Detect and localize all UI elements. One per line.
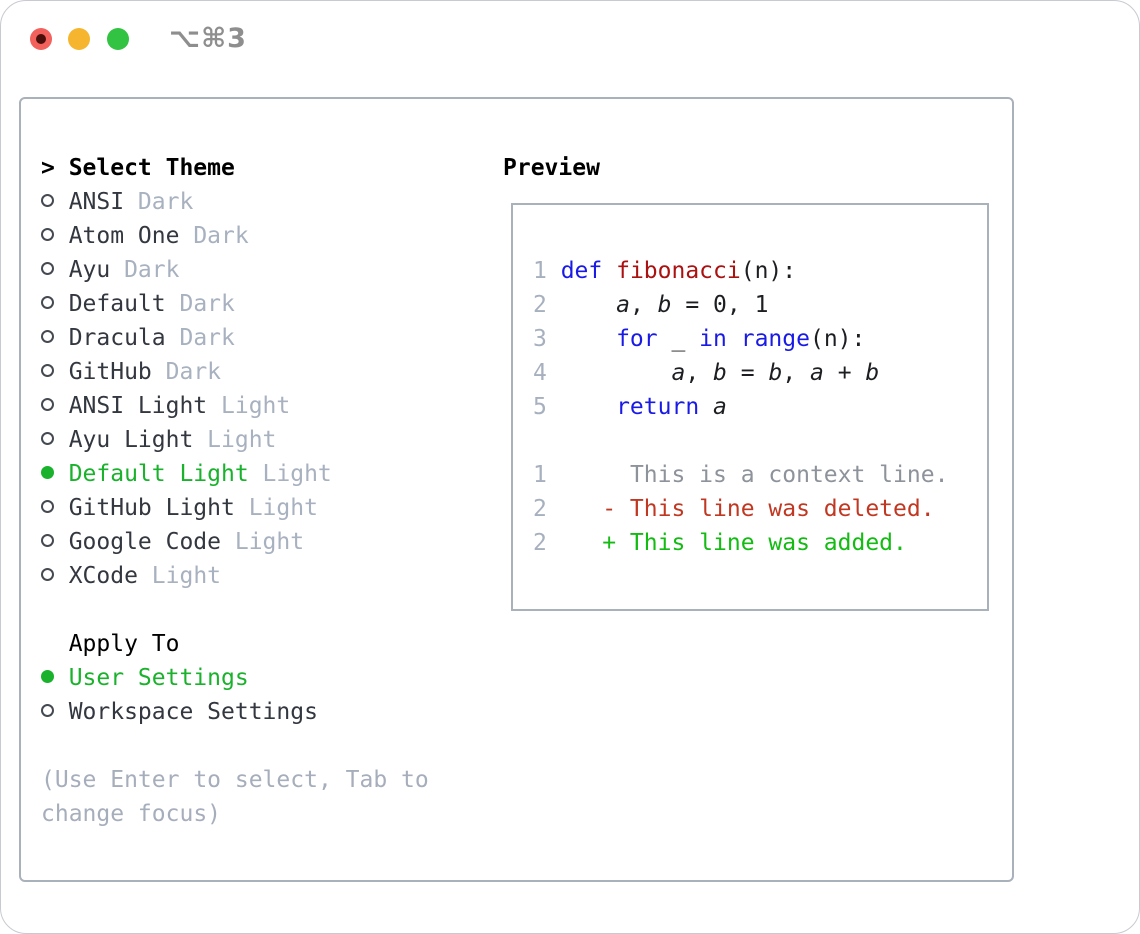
code-line: 1 This is a context line.: [533, 458, 987, 492]
theme-option-label: Dracula: [68, 325, 166, 351]
radio-icon: [41, 219, 55, 253]
theme-option-label: Default Light: [68, 461, 249, 487]
theme-option-label: Ayu Light: [68, 427, 194, 453]
apply-option-workspace-settings[interactable]: Workspace Settings: [41, 695, 486, 729]
theme-option-label: ANSI: [68, 189, 125, 215]
theme-variant-tag: Dark: [179, 291, 235, 317]
theme-option-label: XCode: [68, 563, 138, 589]
code-line: 3 for _ in range(n):: [533, 322, 987, 356]
select-theme-header: > Select Theme: [41, 151, 486, 185]
theme-variant-tag: Light: [248, 495, 318, 521]
line-number: 2: [533, 496, 547, 522]
theme-variant-tag: Dark: [165, 359, 222, 385]
radio-icon: [41, 695, 55, 729]
radio-icon: [41, 185, 55, 219]
preview-title: Preview: [503, 155, 600, 181]
theme-option-xcode[interactable]: XCode Light: [41, 559, 486, 593]
radio-icon: [41, 355, 55, 389]
apply-option-user-settings[interactable]: User Settings: [41, 661, 486, 695]
line-number: 2: [533, 530, 547, 556]
theme-variant-tag: Light: [234, 529, 305, 555]
code-line: 2 a, b = 0, 1: [533, 288, 987, 322]
radio-icon: [41, 559, 55, 593]
line-number: 1: [533, 258, 547, 284]
theme-option-label: Default: [68, 291, 166, 317]
theme-option-label: GitHub: [68, 359, 152, 385]
theme-option-github[interactable]: GitHub Dark: [41, 355, 486, 389]
close-button[interactable]: [30, 28, 52, 50]
line-number: 4: [533, 360, 547, 386]
code-line: 4 a, b = b, a + b: [533, 356, 987, 390]
radio-icon: [41, 423, 55, 457]
theme-option-label: Atom One: [68, 223, 180, 249]
code-line: 5 return a: [533, 390, 987, 424]
code-line: [533, 424, 987, 458]
zoom-button[interactable]: [107, 28, 129, 50]
theme-option-github-light[interactable]: GitHub Light Light: [41, 491, 486, 525]
theme-variant-tag: Dark: [137, 189, 194, 215]
apply-option-label: Workspace Settings: [68, 699, 318, 725]
apply-to-header: Apply To: [41, 627, 486, 661]
theme-option-ayu-light[interactable]: Ayu Light Light: [41, 423, 486, 457]
apply-to-title: Apply To: [68, 631, 180, 657]
radio-icon: [41, 321, 55, 355]
unsaved-dot-icon: [36, 34, 46, 44]
theme-option-label: ANSI Light: [68, 393, 208, 419]
theme-option-dracula[interactable]: Dracula Dark: [41, 321, 486, 355]
code-line: 2 - This line was deleted.: [533, 492, 987, 526]
line-number: 2: [533, 292, 547, 318]
line-number: 3: [533, 326, 547, 352]
theme-option-label: Google Code: [68, 529, 222, 555]
theme-option-ansi-light[interactable]: ANSI Light Light: [41, 389, 486, 423]
theme-option-ayu[interactable]: Ayu Dark: [41, 253, 486, 287]
keyboard-hint: (Use Enter to select, Tab to change focu…: [41, 767, 429, 827]
radio-icon: [41, 491, 55, 525]
code-line: 2 + This line was added.: [533, 526, 987, 560]
theme-option-ansi[interactable]: ANSI Dark: [41, 185, 486, 219]
titlebar: ⌥⌘3: [1, 1, 1139, 77]
theme-variant-tag: Light: [207, 427, 277, 453]
radio-icon: [41, 389, 55, 423]
theme-variant-tag: Dark: [179, 325, 235, 351]
radio-icon: [41, 525, 55, 559]
prompt-icon: >: [41, 155, 55, 181]
theme-option-label: GitHub Light: [68, 495, 235, 521]
theme-option-default-light[interactable]: Default Light Light: [41, 457, 486, 491]
window-title: ⌥⌘3: [169, 23, 247, 54]
line-number: 5: [533, 394, 547, 420]
theme-variant-tag: Dark: [193, 223, 249, 249]
theme-variant-tag: Light: [262, 461, 332, 487]
radio-selected-icon: [41, 661, 55, 695]
line-number: 1: [533, 462, 547, 488]
theme-option-atom-one[interactable]: Atom One Dark: [41, 219, 486, 253]
theme-option-default[interactable]: Default Dark: [41, 287, 486, 321]
select-theme-title: Select Theme: [68, 155, 235, 181]
theme-variant-tag: Light: [151, 563, 222, 589]
theme-option-label: Ayu: [68, 257, 111, 283]
apply-option-label: User Settings: [68, 665, 249, 691]
theme-option-google-code[interactable]: Google Code Light: [41, 525, 486, 559]
spacer: [41, 729, 486, 763]
theme-variant-tag: Light: [221, 393, 291, 419]
theme-variant-tag: Dark: [124, 257, 180, 283]
minimize-button[interactable]: [68, 28, 90, 50]
spacer: [41, 593, 486, 627]
radio-selected-icon: [41, 457, 55, 491]
radio-icon: [41, 287, 55, 321]
radio-icon: [41, 253, 55, 287]
